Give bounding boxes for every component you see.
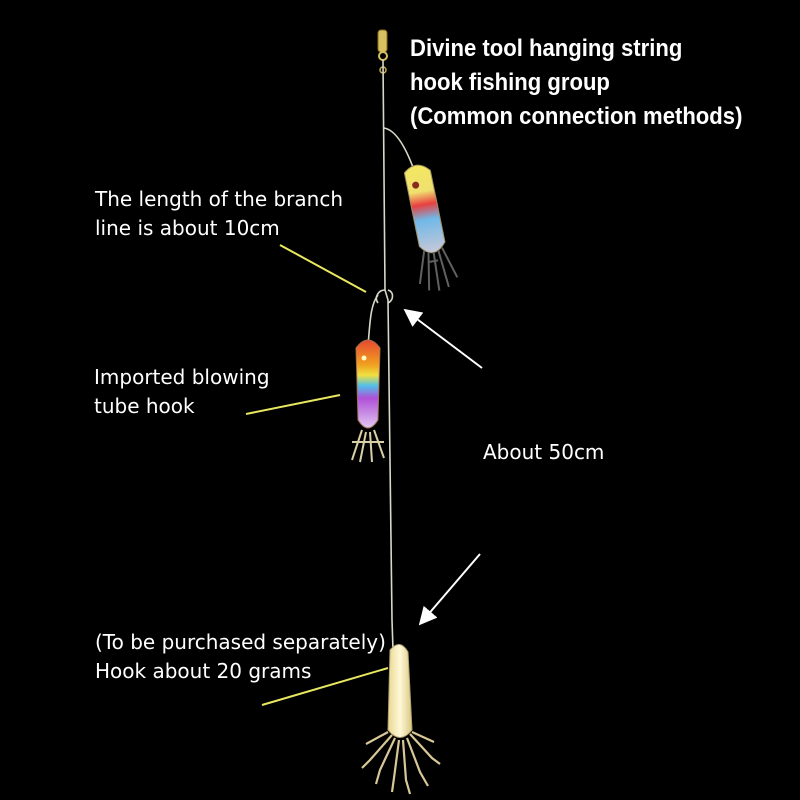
pointer-blowing (245, 394, 341, 415)
blowing-tube-label-1: Imported blowing (94, 365, 270, 389)
title-line-1: Divine tool hanging string (410, 35, 683, 62)
branch-line-label-2: line is about 10cm (95, 216, 280, 240)
length-label: About 50cm (483, 440, 605, 464)
sinker-hook-label-2: Hook about 20 grams (95, 659, 312, 683)
arrow-up (403, 308, 483, 369)
sinker-hook-label-1: (To be purchased separately) (95, 630, 386, 654)
branch-line-label-1: The length of the branch (95, 187, 343, 211)
blowing-tube-label-2: tube hook (94, 394, 195, 418)
pointer-branch (279, 244, 367, 293)
blowing-tube-hook (351, 339, 385, 463)
upper-branch-line (383, 127, 415, 171)
title-line-3: (Common connection methods) (410, 103, 743, 130)
blowing-tube-label: Imported blowing tube hook (94, 363, 270, 421)
arrow-down (418, 553, 481, 626)
branch-line-label: The length of the branch line is about 1… (95, 185, 343, 243)
title: Divine tool hanging string hook fishing … (410, 32, 764, 134)
lower-branch-line (367, 294, 379, 346)
pointer-sinker (261, 667, 389, 706)
sinker-hook-label: (To be purchased separately) Hook about … (95, 628, 386, 686)
branch-loop (375, 289, 394, 304)
sinker-squid-hook (361, 644, 441, 795)
squid-lure-upper (403, 164, 459, 291)
title-line-2: hook fishing group (410, 69, 610, 96)
main-line (382, 59, 394, 651)
